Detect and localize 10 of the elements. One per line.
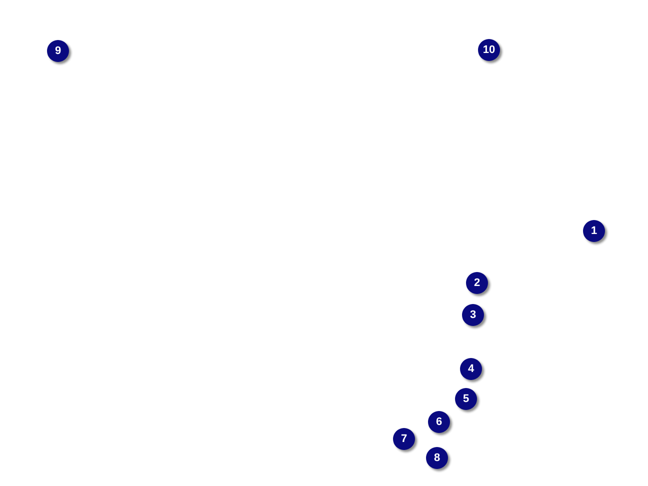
callout-number: 9 — [47, 40, 69, 62]
callout-number: 8 — [426, 447, 448, 469]
callout-number: 7 — [393, 428, 415, 450]
callout-number: 6 — [428, 411, 450, 433]
callout-number: 10 — [478, 39, 500, 61]
callout-number: 3 — [462, 304, 484, 326]
callout-number: 4 — [460, 358, 482, 380]
callout-number: 2 — [466, 272, 488, 294]
callout-number: 5 — [455, 388, 477, 410]
callout-number: 1 — [583, 220, 605, 242]
